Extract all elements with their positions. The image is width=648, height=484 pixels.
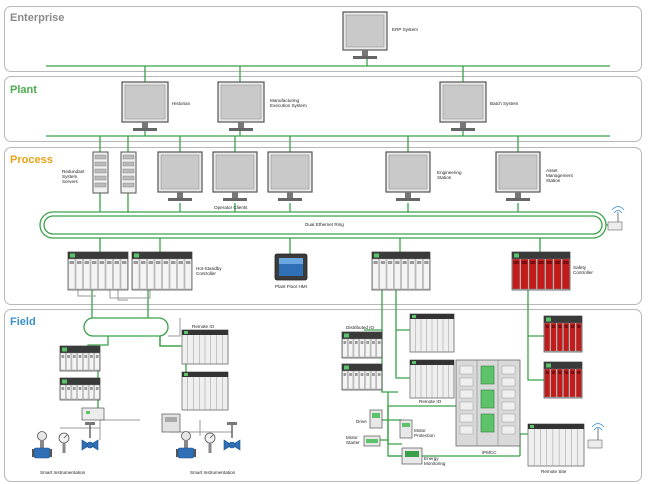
motor-starter-label-line2: Starter bbox=[346, 440, 360, 446]
energy-monitoring-label-line1: Energy bbox=[424, 456, 439, 461]
engineering-label: Engineering Station bbox=[437, 170, 462, 180]
rss-label-line1: Redundant bbox=[62, 169, 85, 174]
safety-label: Safety Controller bbox=[573, 265, 593, 275]
hmi-label: Plant Floor HMI bbox=[275, 284, 307, 289]
hot-standby-controller-a-icon bbox=[67, 251, 129, 291]
smart-instrumentation-left-label: Smart Instrumentation bbox=[40, 470, 86, 475]
asset-label: Asset Management Station bbox=[546, 168, 573, 184]
batch-monitor-icon bbox=[439, 81, 487, 131]
asset-label-line1: Asset bbox=[546, 168, 558, 173]
remote-site-rack-icon bbox=[527, 423, 585, 467]
hot-standby-label: Hot-Standby Controller bbox=[196, 266, 222, 276]
remote-io-left-label: Remote IO bbox=[192, 324, 215, 329]
operator-client-3-icon bbox=[267, 151, 313, 201]
ipmcc-cabinet-icon bbox=[455, 359, 521, 447]
motor-starter-label: Motor Starter bbox=[346, 435, 360, 445]
field-io-rack-2-icon bbox=[59, 377, 101, 401]
engineering-label-line1: Engineering bbox=[437, 170, 462, 175]
pressure-gauge-left-icon bbox=[58, 432, 70, 453]
field-junction-box-icon bbox=[161, 413, 181, 433]
hot-standby-label-line2: Controller bbox=[196, 271, 216, 277]
rss-label-line3: Servers bbox=[62, 179, 78, 185]
remote-site-antenna-icon bbox=[587, 423, 605, 449]
mes-label: Manufacturing Execution System bbox=[270, 98, 307, 108]
motor-protection-label-line2: Protection bbox=[414, 433, 435, 439]
plant-panel bbox=[4, 76, 642, 142]
asset-label-line3: Station bbox=[546, 178, 561, 184]
batch-label: Batch System bbox=[490, 101, 519, 106]
plant-floor-hmi-icon bbox=[274, 253, 308, 281]
flowmeter-left-1-icon bbox=[32, 431, 52, 459]
drive-icon bbox=[369, 409, 383, 429]
remote-io-right-rack-2-icon bbox=[409, 359, 455, 399]
remote-site-label: Remote Site bbox=[541, 469, 567, 474]
field-io-rack-1-icon bbox=[59, 345, 101, 372]
distributed-io-label: Distributed IO bbox=[346, 325, 375, 330]
redundant-server-2-icon bbox=[120, 151, 137, 194]
ipmcc-label: iPMCC bbox=[482, 450, 497, 455]
energy-monitoring-label: Energy Monitoring bbox=[424, 456, 445, 466]
remote-io-right-label: Remote IO bbox=[419, 399, 442, 404]
asset-label-line2: Management bbox=[546, 173, 573, 179]
operator-clients-label: Operator Clients bbox=[214, 205, 248, 210]
hot-standby-controller-b-icon bbox=[131, 251, 193, 291]
control-valve-right-icon bbox=[223, 422, 241, 451]
energy-monitoring-label-line2: Monitoring bbox=[424, 461, 446, 467]
erp-label: ERP System bbox=[392, 27, 418, 32]
asset-management-monitor-icon bbox=[495, 151, 541, 201]
distributed-io-rack-2-icon bbox=[341, 363, 383, 391]
field-switch-icon bbox=[81, 407, 105, 421]
pressure-gauge-right-1-icon bbox=[204, 432, 216, 453]
drive-label: Drive bbox=[356, 419, 367, 424]
remote-io-right-rack-1-icon bbox=[409, 313, 455, 353]
engineering-label-line2: Station bbox=[437, 175, 452, 181]
motor-starter-icon bbox=[363, 435, 381, 447]
smart-instrumentation-right-label: Smart Instrumentation bbox=[190, 470, 236, 475]
motor-protection-label: Motor Protection bbox=[414, 428, 435, 438]
mes-label-line2: Execution System bbox=[270, 103, 307, 109]
control-valve-left-icon bbox=[81, 422, 99, 451]
historian-monitor-icon bbox=[121, 81, 169, 131]
energy-monitoring-icon bbox=[401, 447, 423, 465]
motor-starter-label-line1: Motor bbox=[346, 435, 358, 440]
engineering-station-monitor-icon bbox=[385, 151, 431, 201]
distributed-io-rack-1-icon bbox=[341, 331, 383, 359]
hot-standby-label-line1: Hot-Standby bbox=[196, 266, 222, 271]
enterprise-panel bbox=[4, 6, 642, 72]
motor-protection-label-line1: Motor bbox=[414, 428, 426, 433]
safety-label-line2: Controller bbox=[573, 270, 593, 276]
mes-label-line1: Manufacturing bbox=[270, 98, 300, 103]
operator-client-2-icon bbox=[212, 151, 258, 201]
safety-io-rack-1-icon bbox=[543, 315, 583, 353]
historian-label: Historian bbox=[172, 101, 191, 106]
network-lines bbox=[39, 50, 614, 457]
operator-client-1-icon bbox=[157, 151, 203, 201]
remote-io-left-rack-2-icon bbox=[181, 371, 229, 411]
motor-protection-icon bbox=[399, 419, 413, 439]
mes-monitor-icon bbox=[217, 81, 265, 131]
safety-io-rack-2-icon bbox=[543, 361, 583, 399]
enterprise-title: Enterprise bbox=[10, 12, 65, 24]
field-title: Field bbox=[10, 316, 36, 328]
redundant-server-1-icon bbox=[92, 151, 109, 194]
safety-controller-icon bbox=[511, 251, 571, 291]
distributed-controller-icon bbox=[371, 251, 431, 291]
ring-label: Dual Ethernet Ring bbox=[305, 222, 344, 227]
erp-monitor-icon bbox=[342, 11, 388, 59]
process-title: Process bbox=[10, 154, 53, 166]
rss-label-line2: System bbox=[62, 174, 78, 180]
safety-label-line1: Safety bbox=[573, 265, 587, 270]
rss-label: Redundant System Servers bbox=[62, 169, 84, 185]
flowmeter-right-1-icon bbox=[176, 431, 196, 459]
plant-title: Plant bbox=[10, 84, 37, 96]
remote-io-left-rack-1-icon bbox=[181, 329, 229, 365]
wireless-antenna-icon bbox=[607, 206, 625, 231]
